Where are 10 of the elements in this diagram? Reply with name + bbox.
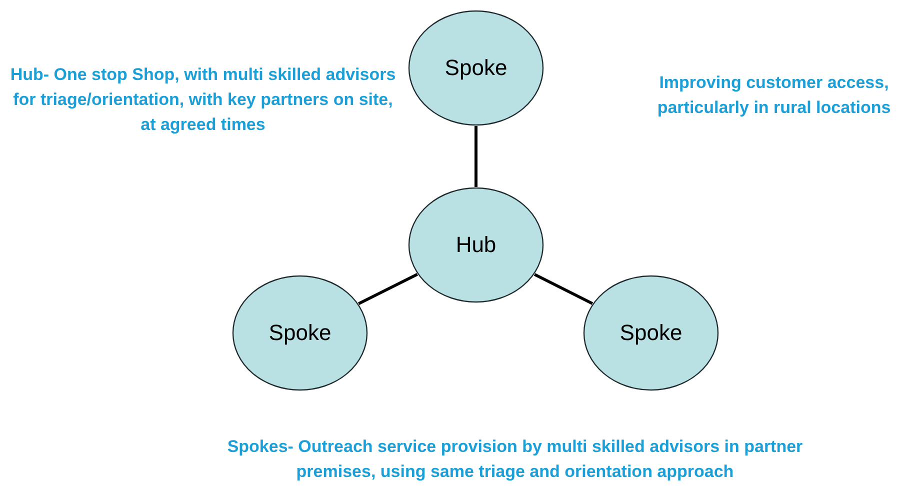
- node-label: Spoke: [618, 320, 684, 346]
- connector-line: [534, 273, 594, 305]
- node-label: Hub: [454, 232, 498, 258]
- note-text: Improving customer access, particularly in rural locations: [656, 72, 892, 119]
- note-text: Hub- One stop Shop, with multi skilled advisors for triage/orientation, with key partners on site, at agreed times: [9, 64, 397, 136]
- connector-line: [474, 126, 478, 187]
- note-text: Spokes- Outreach service provision by multi skilled advisors in partner premises, using same triage and orientation approach: [226, 436, 804, 483]
- node-label: Spoke: [268, 320, 332, 346]
- node-label: Spoke: [444, 55, 508, 81]
- connector-line: [358, 273, 418, 305]
